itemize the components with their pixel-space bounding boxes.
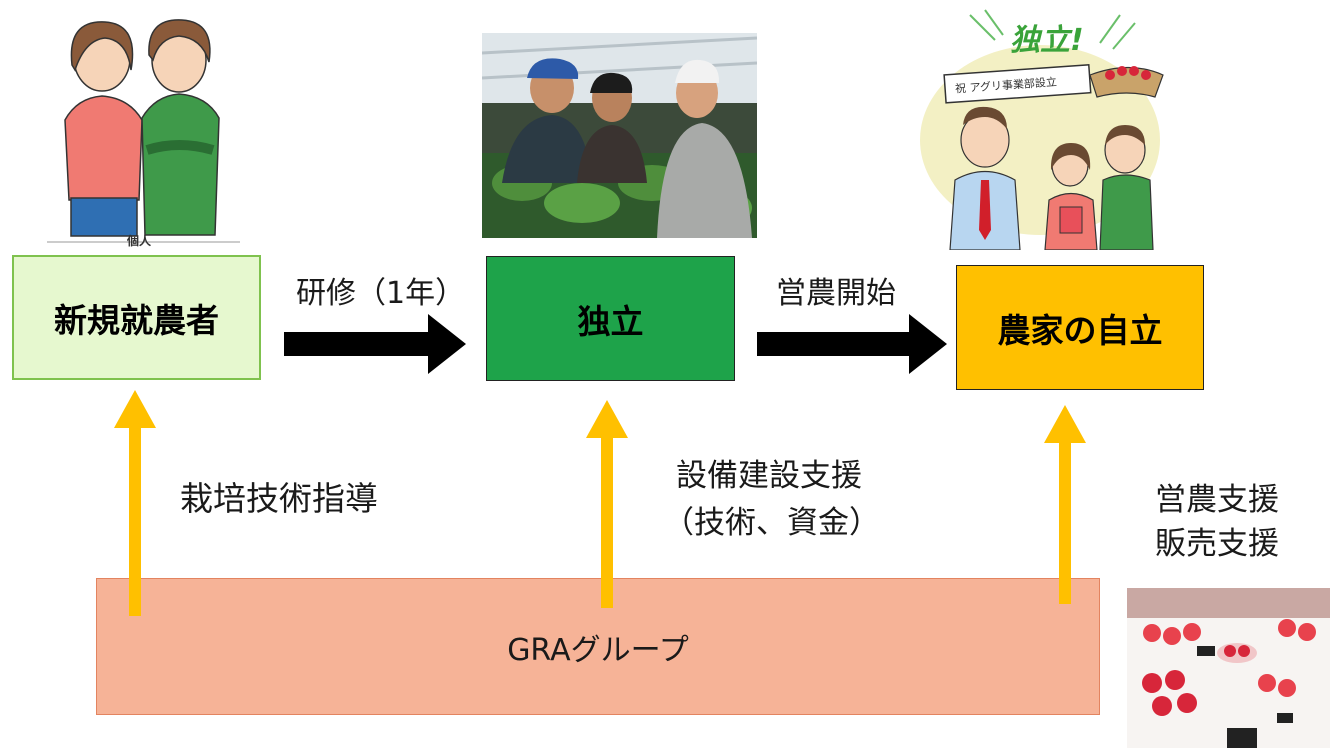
newcomer-node-label: 新規就農者 [54,300,219,340]
strawberry-display-photo [1127,588,1330,748]
flow-arrow-start-farming [757,314,947,374]
independence-node-label: 独立 [577,301,644,341]
newcomer-couple-illustration: 個人 [47,10,240,248]
farmer-independence-node-label: 農家の自立 [997,310,1163,350]
cultivation-support-label: 栽培技術指導 [180,479,378,518]
support-arrow-business [1044,405,1086,604]
facility-support-label-line2: （技術、資金） [663,505,880,541]
flow-arrow-training [284,314,466,374]
banner-exclaim: 独立! [1010,23,1084,58]
person-caption: 個人 [127,234,152,248]
independence-node: 独立 [486,256,735,381]
training-label: 研修（1年） [296,276,466,311]
support-arrow-facility [586,400,628,608]
start-farming-label: 営農開始 [776,276,896,311]
support-arrow-cultivation [114,390,156,616]
business-support-label-line1: 営農支援 [1155,482,1279,518]
independence-celebration-illustration: 独立! 祝 アグリ事業部設立 [915,5,1165,250]
facility-support-label-line1: 設備建設支援 [676,458,862,494]
greenhouse-training-photo [482,33,757,238]
farmer-independence-node: 農家の自立 [956,265,1204,390]
business-support-label-line2: 販売支援 [1155,526,1279,562]
newcomer-node: 新規就農者 [12,255,261,380]
gra-group-label: GRAグループ [507,632,689,668]
gra-group-bar: GRAグループ [96,578,1100,715]
